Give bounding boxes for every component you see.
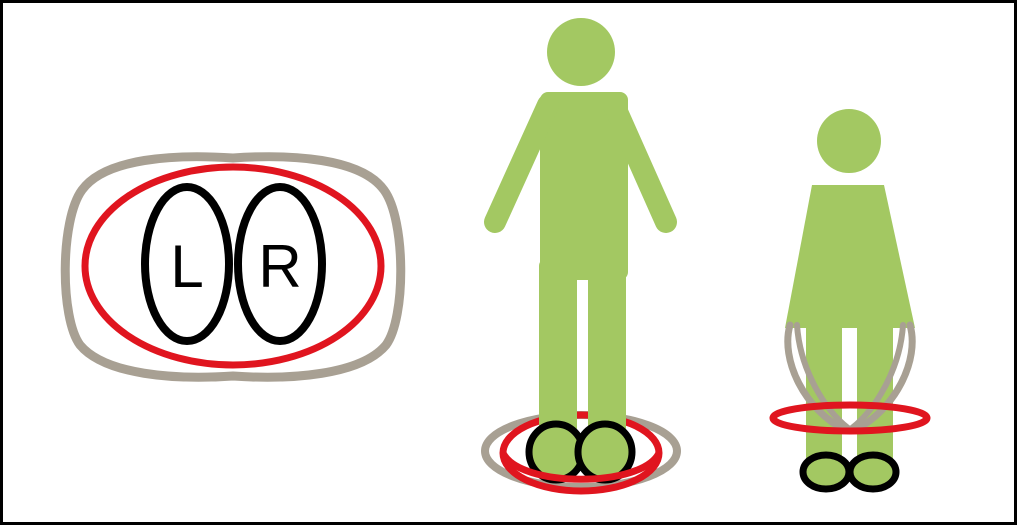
red-loop-top-view [85, 167, 381, 365]
crouched-left-foot [803, 455, 849, 489]
left-foot-label: L [170, 233, 203, 300]
crouched-figure [773, 109, 927, 489]
standing-head [547, 18, 615, 86]
gray-loop-top-view [65, 157, 401, 377]
standing-figure [485, 18, 677, 491]
crouched-right-foot [850, 455, 896, 489]
crouched-torso [785, 185, 915, 328]
right-foot-label: R [258, 233, 301, 300]
top-view: L R [65, 157, 401, 377]
crouched-head [817, 109, 881, 173]
